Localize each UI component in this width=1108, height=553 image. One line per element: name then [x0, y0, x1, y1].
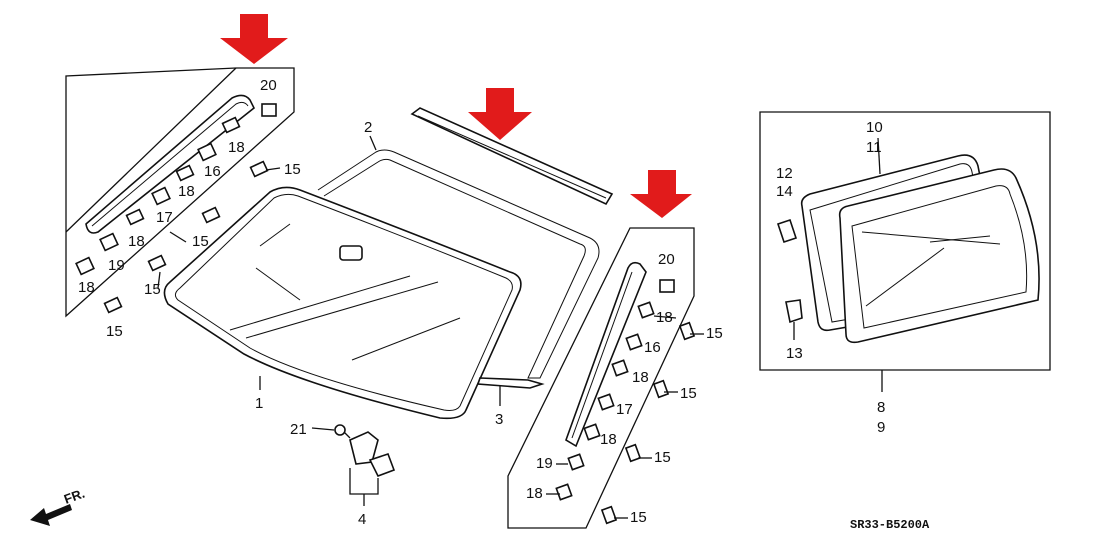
label-8: 8	[877, 399, 885, 416]
red-arrow-left	[220, 14, 288, 64]
right-label-17: 17	[616, 401, 633, 418]
label-11: 11	[866, 139, 882, 156]
front-arrow-icon	[30, 504, 72, 526]
label-10: 10	[866, 119, 883, 136]
right-label-15: 15	[680, 385, 697, 402]
dam-rubber	[317, 149, 600, 379]
label-12: 12	[776, 165, 793, 182]
label-9: 9	[877, 419, 885, 436]
left-label-17: 17	[156, 209, 173, 226]
label-14: 14	[776, 183, 793, 200]
quarter-glass-group	[759, 111, 1051, 392]
right-molding-group	[507, 227, 696, 529]
label-3: 3	[495, 411, 503, 428]
right-label-15: 15	[654, 449, 671, 466]
left-label-15: 15	[284, 161, 301, 178]
left-label-18: 18	[228, 139, 245, 156]
red-arrow-right	[630, 170, 692, 218]
label-4: 4	[358, 511, 366, 528]
diagram-code: SR33-B5200A	[850, 518, 930, 532]
left-label-20: 20	[260, 77, 277, 94]
left-label-18: 18	[178, 183, 195, 200]
label-2: 2	[364, 119, 372, 136]
right-label-20: 20	[658, 251, 675, 268]
right-label-18: 18	[632, 369, 649, 386]
left-label-18: 18	[128, 233, 145, 250]
label-21: 21	[290, 421, 307, 438]
front-indicator: FR.	[62, 486, 87, 507]
right-label-15: 15	[630, 509, 647, 526]
fastener-parts	[334, 424, 396, 506]
windshield-glass	[163, 186, 522, 420]
left-molding-group	[65, 67, 295, 318]
left-label-15: 15	[144, 281, 161, 298]
label-13: 13	[786, 345, 803, 362]
label-1: 1	[255, 395, 263, 412]
right-label-18: 18	[526, 485, 543, 502]
left-label-15: 15	[106, 323, 123, 340]
right-label-16: 16	[644, 339, 661, 356]
right-label-19: 19	[536, 455, 553, 472]
right-label-18: 18	[600, 431, 617, 448]
left-label-19: 19	[108, 257, 125, 274]
top-molding	[410, 107, 614, 206]
label-leaders	[157, 167, 704, 519]
leader-lines	[259, 135, 881, 431]
right-label-15: 15	[706, 325, 723, 342]
red-arrow-center	[468, 88, 532, 140]
left-label-18: 18	[78, 279, 95, 296]
left-label-15: 15	[192, 233, 209, 250]
left-label-16: 16	[204, 163, 221, 180]
bottom-molding	[476, 377, 545, 389]
